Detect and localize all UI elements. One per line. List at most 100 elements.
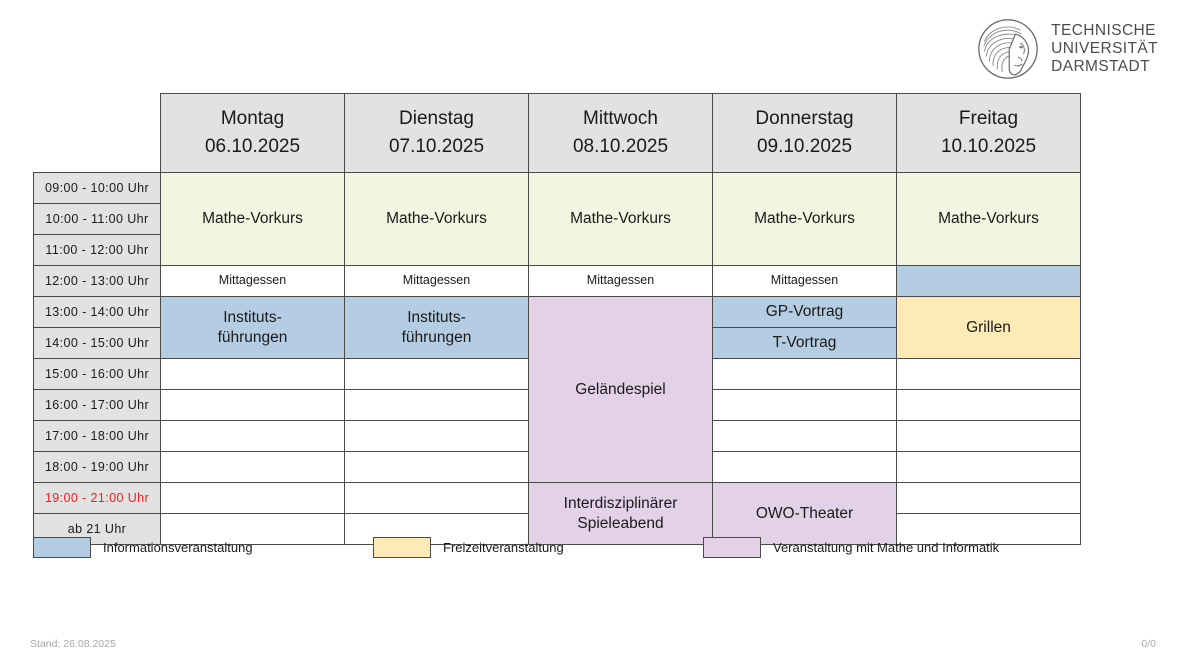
empty-cell (896, 389, 1081, 421)
day-name: Dienstag (399, 107, 474, 129)
day-date: 06.10.2025 (204, 136, 301, 157)
event-label: OWO-Theater (755, 504, 854, 522)
empty-cell (896, 358, 1081, 390)
event-gp-vortrag[interactable]: GP-Vortrag (712, 296, 897, 328)
empty-cell (344, 389, 529, 421)
event-mathe-vorkurs[interactable]: Mathe-Vorkurs (528, 172, 713, 266)
day-date: 07.10.2025 (388, 136, 485, 157)
empty-cell (712, 389, 897, 421)
empty-cell (712, 358, 897, 390)
logo-line-3: DARMSTADT (1051, 58, 1151, 76)
schedule-row: 11:00 - 12:00 Uhr (33, 234, 1081, 266)
schedule-row: 17:00 - 18:00 Uhr (33, 420, 1081, 452)
legend-item-freizeitveranstaltung: Freizeitveranstaltung (373, 537, 703, 558)
weekly-schedule-table: Montag 06.10.2025 Dienstag 07.10.2025 Mi… (33, 93, 1081, 545)
time-slot-label: 13:00 - 14:00 Uhr (33, 296, 161, 328)
schedule-row: 12:00 - 13:00 Uhr Mittagessen Mittagessen M… (33, 265, 1081, 297)
day-header-freitag: Freitag 10.10.2025 (896, 93, 1081, 173)
empty-cell (344, 451, 529, 483)
day-header-donnerstag: Donnerstag 09.10.2025 (712, 93, 897, 173)
day-name: Montag (220, 107, 285, 129)
legend-swatch-yellow (373, 537, 431, 558)
day-header-montag: Montag 06.10.2025 (160, 93, 345, 173)
footer-stand: Stand: 26.08.2025 (30, 638, 116, 650)
legend-label: Veranstaltung mit Mathe und Informatik (773, 540, 1000, 555)
event-label: T-Vortrag (772, 334, 837, 352)
event-owo-theater[interactable]: OWO-Theater (712, 482, 897, 545)
legend-label: Informationsveranstaltung (103, 540, 253, 555)
empty-cell (160, 420, 345, 452)
day-name: Mittwoch (583, 107, 658, 129)
empty-cell (712, 451, 897, 483)
empty-cell (712, 420, 897, 452)
empty-cell (896, 420, 1081, 452)
day-date: 08.10.2025 (572, 136, 669, 157)
schedule-row: 13:00 - 14:00 Uhr Instituts-führungen Inst… (33, 296, 1081, 483)
event-label: Grillen (966, 318, 1011, 336)
empty-cell (344, 482, 529, 514)
event-mittagessen[interactable]: Mittagessen (344, 265, 529, 297)
event-mathe-vorkurs[interactable]: Mathe-Vorkurs (344, 172, 529, 266)
empty-cell (160, 389, 345, 421)
day-name: Donnerstag (755, 107, 854, 129)
event-mittagessen[interactable]: Mittagessen (528, 265, 713, 297)
legend-item-mathe-informatik: Veranstaltung mit Mathe und Informatik (703, 537, 1103, 558)
event-label: Mittagessen (770, 273, 839, 288)
event-mittagessen[interactable]: Mittagessen (712, 265, 897, 297)
tu-darmstadt-logo: TECHNISCHE UNIVERSITÄT DARMSTADT (977, 18, 1158, 80)
day-header-mittwoch: Mittwoch 08.10.2025 (528, 93, 713, 173)
legend-swatch-purple (703, 537, 761, 558)
corner-cell (34, 94, 161, 173)
time-slot-label: 17:00 - 18:00 Uhr (33, 420, 161, 452)
time-slot-label: 18:00 - 19:00 Uhr (33, 451, 161, 483)
footer-page-indicator: 0/0 (1141, 638, 1156, 650)
logo-line-2: UNIVERSITÄT (1051, 39, 1158, 57)
event-label: Mathe-Vorkurs (386, 210, 487, 228)
event-label: Mathe-Vorkurs (754, 210, 855, 228)
event-instituts-führungen[interactable]: Instituts-führungen (344, 296, 529, 359)
event-label: Mittagessen (586, 273, 655, 288)
time-slot-label: 09:00 - 10:00 Uhr (33, 172, 161, 204)
event-instituts-führungen[interactable]: Instituts-führungen (160, 296, 345, 359)
event-mathe-vorkurs[interactable]: Mathe-Vorkurs (160, 172, 345, 266)
event-mathe-vorkurs[interactable]: Mathe-Vorkurs (896, 172, 1081, 266)
time-slot-label: 12:00 - 13:00 Uhr (33, 265, 161, 297)
empty-cell (896, 451, 1081, 483)
day-date: 10.10.2025 (940, 136, 1037, 157)
empty-cell (160, 482, 345, 514)
header-row: Montag 06.10.2025 Dienstag 07.10.2025 Mi… (34, 93, 1081, 173)
event-grillen[interactable]: Grillen (896, 296, 1081, 359)
legend: Informationsveranstaltung Freizeitverans… (33, 537, 1118, 558)
schedule-row: 18:00 - 19:00 Uhr (33, 451, 1081, 483)
empty-cell (896, 482, 1081, 514)
tu-athena-head-icon (978, 19, 1038, 79)
empty-cell (160, 513, 345, 545)
event-geländespiel[interactable]: Geländespiel (528, 296, 713, 483)
event-label: Instituts-führungen (217, 309, 288, 346)
day-date: 09.10.2025 (756, 136, 853, 157)
legend-swatch-blue (33, 537, 91, 558)
event-mittagessen[interactable]: Mittagessen (160, 265, 345, 297)
empty-cell (344, 420, 529, 452)
event-label: Instituts-führungen (401, 309, 472, 346)
event-label: Mittagessen (218, 273, 287, 288)
day-header-dienstag: Dienstag 07.10.2025 (344, 93, 529, 173)
schedule-row: 15:00 - 16:00 Uhr (33, 358, 1081, 390)
logo-line-1: TECHNISCHE (1051, 21, 1156, 39)
event-label: Mittagessen (402, 273, 471, 288)
legend-item-informationsveranstaltung: Informationsveranstaltung (33, 537, 373, 558)
time-slot-label: 11:00 - 12:00 Uhr (33, 234, 161, 266)
event-mathe-vorkurs[interactable]: Mathe-Vorkurs (712, 172, 897, 266)
event-label: Mathe-Vorkurs (570, 210, 671, 228)
empty-cell (344, 358, 529, 390)
event-label: Geländespiel (575, 380, 666, 398)
event-t-vortrag[interactable]: T-Vortrag (712, 327, 897, 359)
time-slot-label: 16:00 - 17:00 Uhr (33, 389, 161, 421)
event-label: Mathe-Vorkurs (938, 210, 1039, 228)
empty-cell (160, 451, 345, 483)
